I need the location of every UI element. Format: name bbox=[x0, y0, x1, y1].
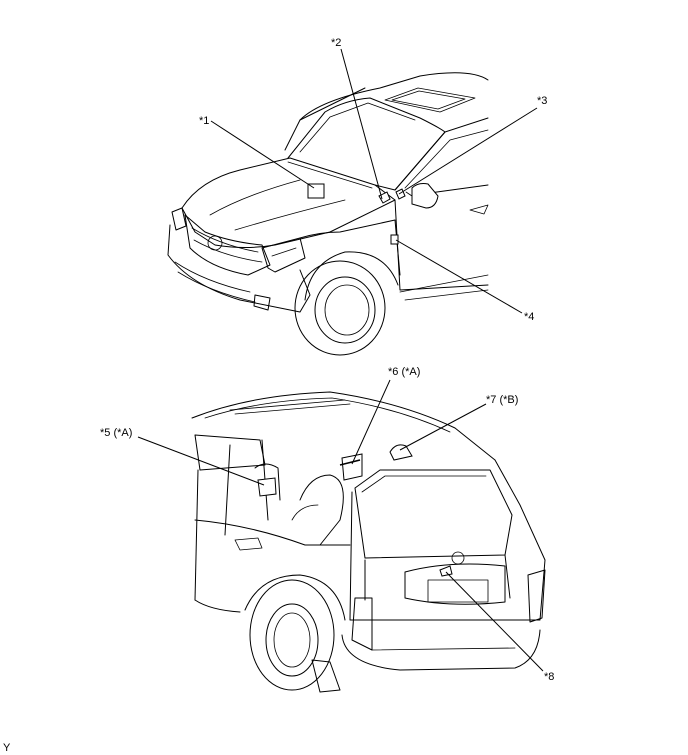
part-2-sensor bbox=[378, 191, 391, 204]
part-1-box bbox=[307, 183, 325, 199]
part-3-sensor bbox=[395, 188, 406, 200]
callout-7: *7 (*B) bbox=[486, 394, 518, 406]
part-8-switch bbox=[439, 565, 453, 577]
callout-6: *6 (*A) bbox=[388, 366, 420, 378]
callout-8: *8 bbox=[544, 671, 554, 683]
leader-lines bbox=[137, 48, 544, 672]
figure-code: Y bbox=[3, 742, 11, 754]
callout-1: *1 bbox=[199, 115, 209, 127]
part-4-switch bbox=[390, 234, 399, 245]
callout-5: *5 (*A) bbox=[100, 427, 132, 439]
front-vehicle-view bbox=[167, 72, 489, 356]
callout-4: *4 bbox=[524, 311, 534, 323]
callout-labels: *1 *2 *3 *4 *5 (*A) *6 (*A) *7 (*B) *8 Y bbox=[3, 37, 554, 754]
callout-2: *2 bbox=[331, 37, 341, 49]
part-6-unit bbox=[341, 453, 363, 481]
callout-3: *3 bbox=[537, 95, 547, 107]
part-7-antenna bbox=[389, 444, 413, 461]
rear-vehicle-view bbox=[191, 391, 546, 693]
part-5-unit bbox=[257, 477, 277, 497]
